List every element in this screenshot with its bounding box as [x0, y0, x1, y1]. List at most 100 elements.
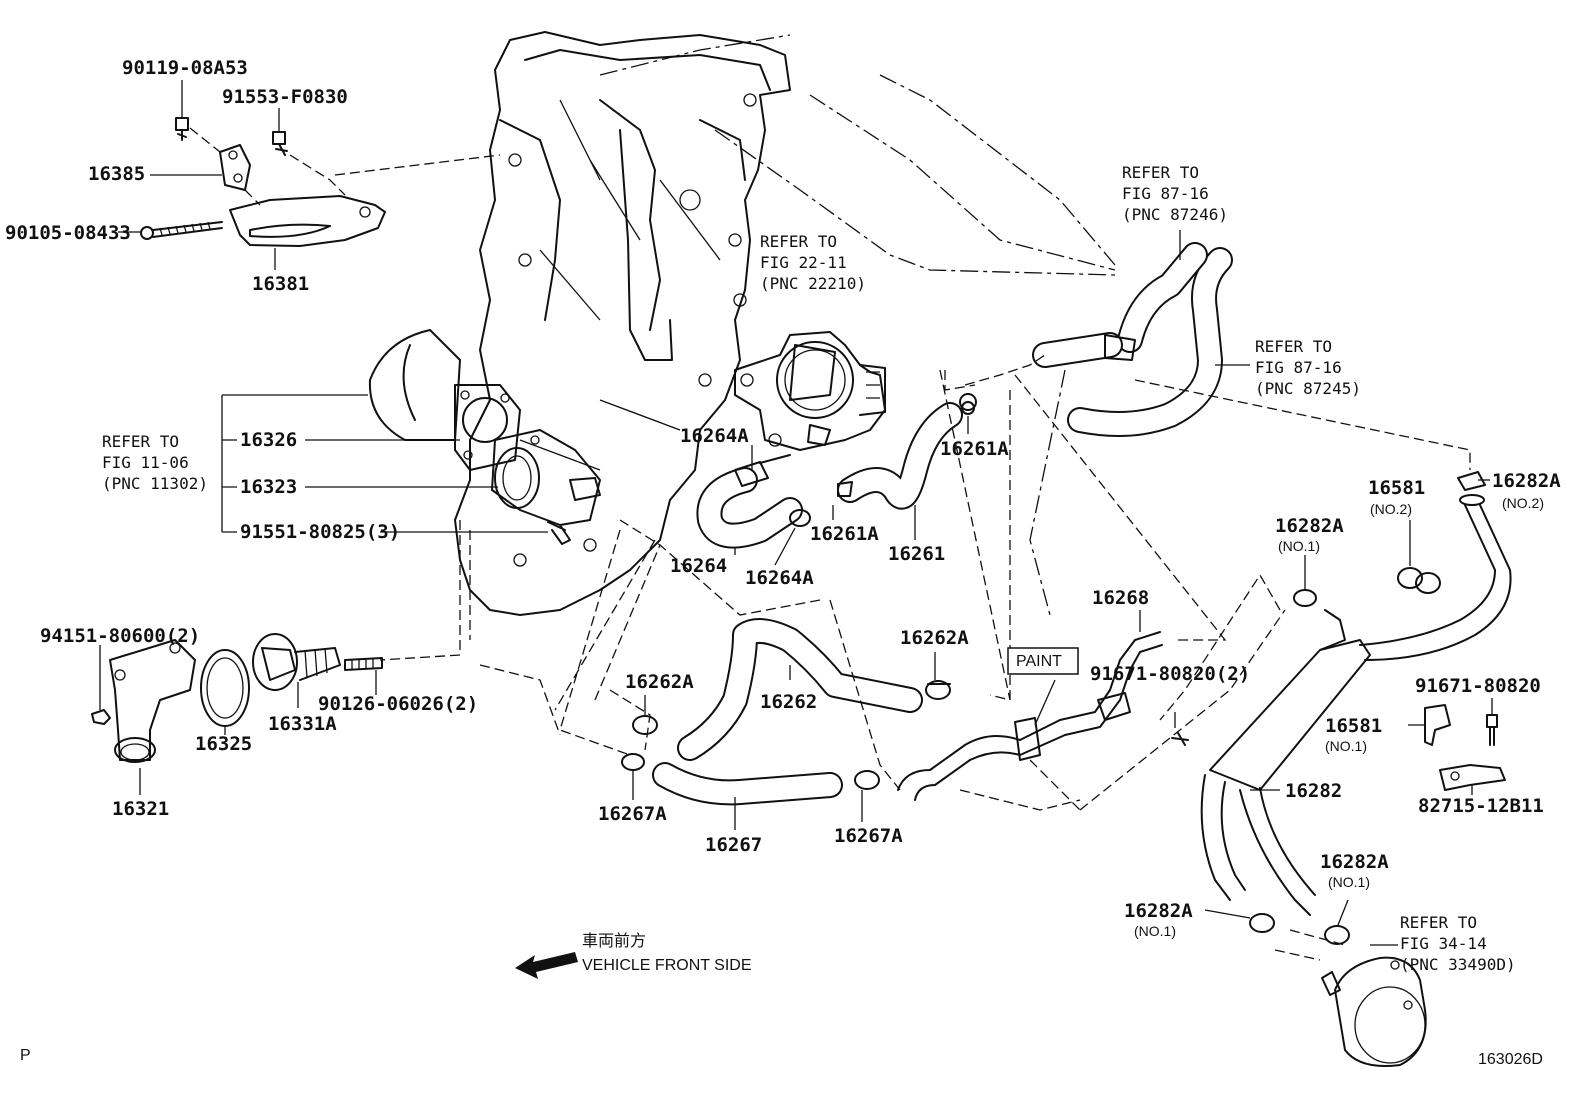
label-16267A-left: 16267A	[598, 803, 667, 825]
label-16581-no2: 16581	[1368, 477, 1425, 499]
label-16268: 16268	[1092, 587, 1149, 609]
clamp-16261A-lower	[837, 481, 853, 497]
sub-no2-16581: (NO.2)	[1370, 501, 1412, 517]
label-16264: 16264	[670, 555, 727, 577]
gasket-16326	[454, 384, 521, 471]
hose-16267	[652, 762, 843, 806]
label-16385: 16385	[88, 163, 145, 185]
label-91551-80825: 91551-80825(3)	[240, 521, 400, 543]
label-90119-08A53: 90119-08A53	[122, 57, 248, 79]
refer-87246-line1: REFER TO	[1122, 163, 1199, 182]
refer-22-11-line2: FIG 22-11	[760, 253, 847, 272]
refer-87245-line3: (PNC 87245)	[1255, 379, 1361, 398]
label-16267: 16267	[705, 834, 762, 856]
label-16282A-no1-top: 16282A	[1275, 515, 1344, 537]
bracket-82715	[1439, 764, 1506, 791]
label-94151-80600: 94151-80600(2)	[40, 625, 200, 647]
label-91553-F0830: 91553-F0830	[222, 86, 348, 108]
refer-87245-line1: REFER TO	[1255, 337, 1332, 356]
engine-timing-cover	[368, 31, 791, 616]
refer-34-14-line1: REFER TO	[1400, 913, 1477, 932]
clamp-16267A-left	[621, 753, 645, 771]
sub-no1-right: (NO.1)	[1328, 874, 1370, 890]
sub-no1-16581: (NO.1)	[1325, 738, 1367, 754]
bolt-90119	[175, 117, 189, 141]
water-outlet-16321	[109, 639, 196, 763]
refer-22-11-line1: REFER TO	[760, 232, 837, 251]
label-91671-80820-2: 91671-80820(2)	[1090, 663, 1250, 685]
clamp-16282A-no1-top	[1293, 589, 1317, 607]
label-16282A-no2: 16282A	[1492, 470, 1561, 492]
label-16331A: 16331A	[268, 713, 337, 735]
vehicle-front-jp: 車両前方	[582, 932, 646, 950]
hose-16261	[837, 393, 977, 510]
label-16325: 16325	[195, 733, 252, 755]
bracket-16385	[219, 144, 251, 191]
label-16581-no1: 16581	[1325, 715, 1382, 737]
refer-34-14-line2: FIG 34-14	[1400, 934, 1487, 953]
clamp-16282A-no1-left	[1249, 913, 1275, 933]
label-16282A-no1-right: 16282A	[1320, 851, 1389, 873]
stud-90126	[344, 657, 383, 671]
bolt-90105	[140, 221, 223, 240]
label-16267A-right: 16267A	[834, 825, 903, 847]
water-inlet-housing-16323	[491, 429, 601, 526]
vehicle-front-arrow-icon	[515, 952, 578, 979]
clamp-16262A-right	[925, 680, 951, 700]
sub-no2-16282A: (NO.2)	[1502, 495, 1544, 511]
label-16381: 16381	[252, 273, 309, 295]
refer-11-06-line2: FIG 11-06	[102, 453, 189, 472]
clamp-16282A-no1-right	[1324, 925, 1350, 945]
vehicle-front-en: VEHICLE FRONT SIDE	[582, 957, 752, 974]
label-90126-06026: 90126-06026(2)	[318, 693, 478, 715]
hose-16262	[677, 618, 923, 761]
clamp-16264A-lower	[789, 509, 811, 527]
clamp-16262A-left	[632, 715, 658, 735]
leader-lines	[99, 80, 1493, 946]
refer-11-06-line1: REFER TO	[102, 432, 179, 451]
oil-cooler	[1321, 956, 1427, 1067]
bracket-16381	[229, 195, 386, 247]
label-16282: 16282	[1285, 780, 1342, 802]
hose-16264	[696, 454, 803, 549]
sub-no1-left: (NO.1)	[1134, 923, 1176, 939]
label-16282A-no1-left: 16282A	[1124, 900, 1193, 922]
label-16264A-upper: 16264A	[680, 425, 749, 447]
sub-no1-top: (NO.1)	[1278, 538, 1320, 554]
label-16261A-lower: 16261A	[810, 523, 879, 545]
label-91671-80820: 91671-80820	[1415, 675, 1541, 697]
throttle-body	[734, 331, 886, 451]
label-16261A-upper: 16261A	[940, 438, 1009, 460]
figure-id: 163026D	[1478, 1051, 1543, 1068]
clamp-16267A-right	[854, 770, 880, 790]
paint-box	[1007, 647, 1079, 675]
clamp-16581-no2	[1397, 567, 1441, 594]
label-90105-08433: 90105-08433	[5, 222, 131, 244]
label-16262A-right: 16262A	[900, 627, 969, 649]
nut-94151	[91, 709, 111, 725]
label-16264A-lower: 16264A	[745, 567, 814, 589]
paint-label: PAINT	[1016, 653, 1062, 670]
gasket-16325	[200, 649, 250, 727]
label-16262A-left: 16262A	[625, 671, 694, 693]
clamp-16581-no1	[1424, 704, 1451, 746]
label-16262: 16262	[760, 691, 817, 713]
hose-16282	[1200, 494, 1512, 916]
refer-87246-line2: FIG 87-16	[1122, 184, 1209, 203]
refer-87246-line3: (PNC 87246)	[1122, 205, 1228, 224]
clamp-16282A-no2	[1457, 471, 1486, 491]
bolt-91553	[272, 131, 288, 156]
heater-hose-87246	[1032, 242, 1233, 437]
bolt-91671-2	[1171, 732, 1189, 746]
bolt-91551	[547, 521, 571, 545]
label-16323: 16323	[240, 476, 297, 498]
label-16321: 16321	[112, 798, 169, 820]
label-16326: 16326	[240, 429, 297, 451]
refer-34-14-line3: (PNC 33490D)	[1400, 955, 1516, 974]
hose-16268	[897, 631, 1163, 801]
refer-22-11-line3: (PNC 22210)	[760, 274, 866, 293]
refer-11-06-line3: (PNC 11302)	[102, 474, 208, 493]
thermostat-16331A	[252, 633, 341, 691]
label-16261: 16261	[888, 543, 945, 565]
